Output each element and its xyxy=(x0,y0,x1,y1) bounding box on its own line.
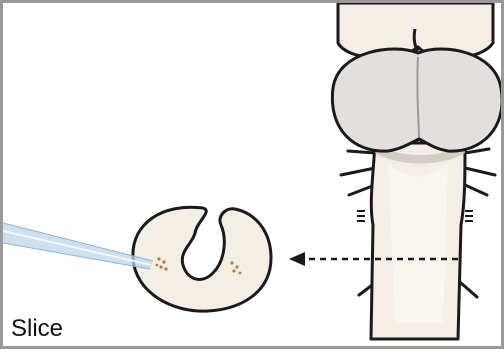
nerve-root-lower-right xyxy=(461,283,477,297)
nerve-roots-right xyxy=(465,149,495,195)
nerve-roots-left xyxy=(341,151,375,195)
brainstem xyxy=(341,143,495,339)
pipette-glare xyxy=(3,231,151,265)
arrowhead-icon xyxy=(289,252,305,266)
brain-slice xyxy=(133,207,271,311)
panel-label: Slice xyxy=(11,315,63,343)
brainstem-slice-diagram xyxy=(3,3,504,349)
pipette-shaft xyxy=(3,223,153,269)
brainstem-highlight xyxy=(388,163,448,323)
slice-outline xyxy=(133,207,271,311)
cerebellum xyxy=(332,3,502,151)
nerve-rootlets-right xyxy=(465,211,473,221)
pipette xyxy=(3,223,153,269)
nerve-rootlets-left xyxy=(357,211,365,221)
